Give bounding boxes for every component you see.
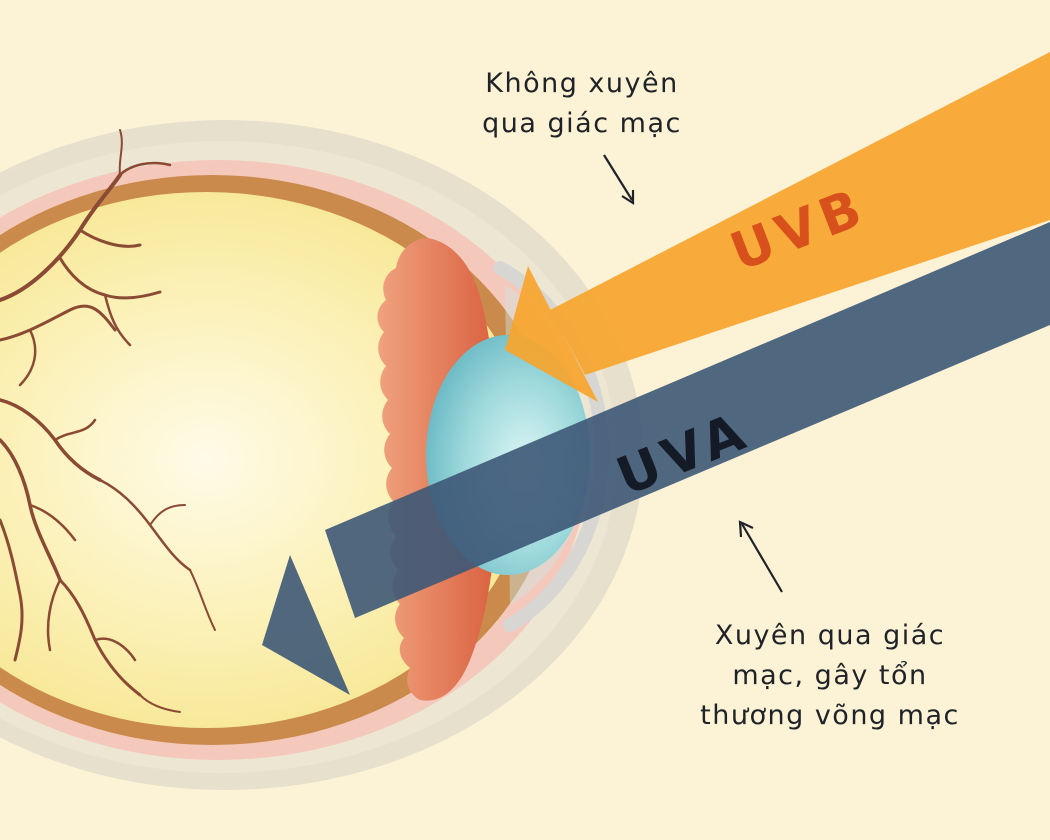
uvb-beam-body	[550, 52, 1050, 375]
retinal-vessels	[0, 129, 216, 713]
caption-line: Xuyên qua giác	[714, 620, 946, 651]
caption-line: Không xuyên	[485, 68, 679, 99]
bottom-pointer-arrow	[738, 520, 783, 593]
uvb-arrowhead	[505, 266, 598, 402]
top-pointer-arrow	[603, 154, 635, 206]
uva-beam-body	[325, 222, 1050, 618]
caption-line: qua giác mạc	[482, 108, 682, 139]
caption-line: thương võng mạc	[700, 700, 960, 731]
caption-uva-penetrates: Xuyên qua giác mạc, gây tổn thương võng …	[660, 616, 1000, 736]
uva-arrowhead	[262, 555, 350, 695]
caption-line: mạc, gây tổn	[732, 660, 928, 691]
caption-uvb-blocked: Không xuyên qua giác mạc	[432, 64, 732, 144]
